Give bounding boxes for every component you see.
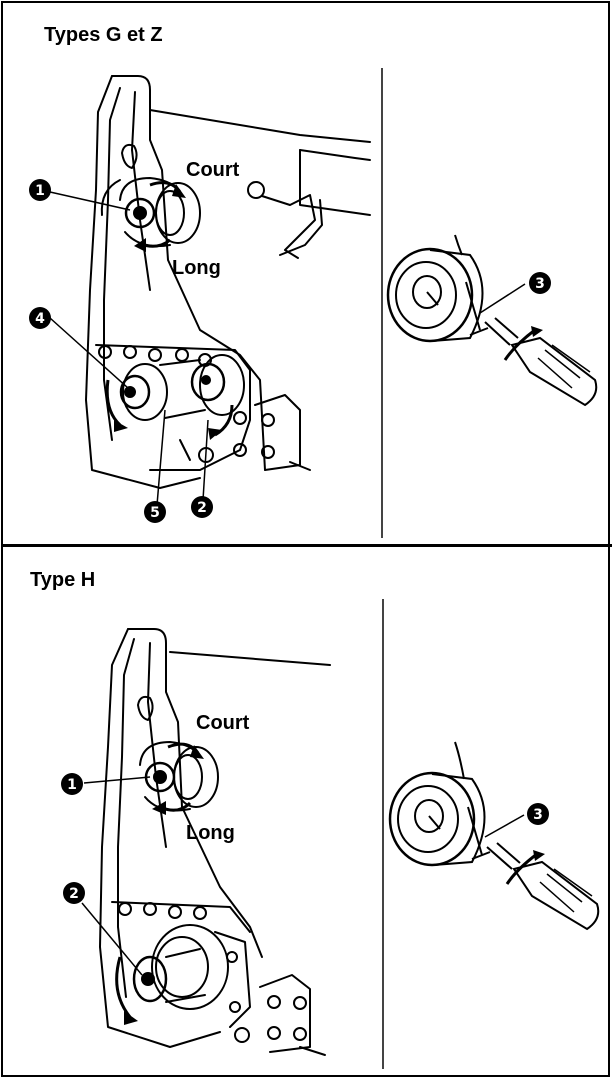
section-title: Type H	[30, 569, 96, 591]
bobbin-case-drawing	[386, 234, 519, 346]
callout-number: 2	[69, 886, 79, 902]
callout-number: 3	[533, 807, 543, 823]
callout-number: 1	[67, 777, 77, 793]
label-long: Long	[186, 822, 235, 844]
label-short: Court	[196, 712, 250, 734]
machine-head-drawing	[85, 75, 371, 489]
tension-diagram-h: Court Long 1 2 3	[61, 628, 600, 1056]
callout-3: 3	[529, 272, 551, 294]
arrow-heads	[114, 184, 222, 440]
column-divider	[382, 599, 384, 1069]
callout-2: 2	[191, 496, 213, 518]
callout-5: 5	[144, 501, 166, 523]
callout-1: 1	[61, 773, 83, 795]
screwdriver-icon	[505, 850, 600, 931]
callout-2: 2	[63, 882, 85, 904]
leader-lines	[49, 191, 526, 506]
callout-number: 4	[35, 311, 45, 327]
callout-number: 1	[35, 183, 45, 199]
rotation-arrows	[105, 181, 234, 437]
section-divider	[1, 544, 612, 547]
leader-lines	[81, 776, 525, 976]
callout-number: 5	[150, 505, 160, 521]
callout-3: 3	[527, 803, 549, 825]
callout-number: 2	[197, 500, 207, 516]
machine-head-drawing	[99, 628, 331, 1056]
section-types-g-z: Types G et Z	[29, 24, 598, 538]
bobbin-case-drawing	[388, 741, 521, 870]
tension-diagram-g-z: Court Long 1 4 5 2 3	[29, 75, 598, 523]
callout-number: 3	[535, 276, 545, 292]
callout-4: 4	[29, 307, 51, 329]
arrow-heads	[124, 745, 204, 1025]
label-short: Court	[186, 159, 240, 181]
screwdriver-icon	[503, 326, 598, 407]
callout-1: 1	[29, 179, 51, 201]
column-divider	[381, 68, 383, 538]
section-title: Types G et Z	[44, 24, 163, 46]
section-type-h: Type H	[0, 547, 615, 1081]
label-long: Long	[172, 257, 221, 279]
